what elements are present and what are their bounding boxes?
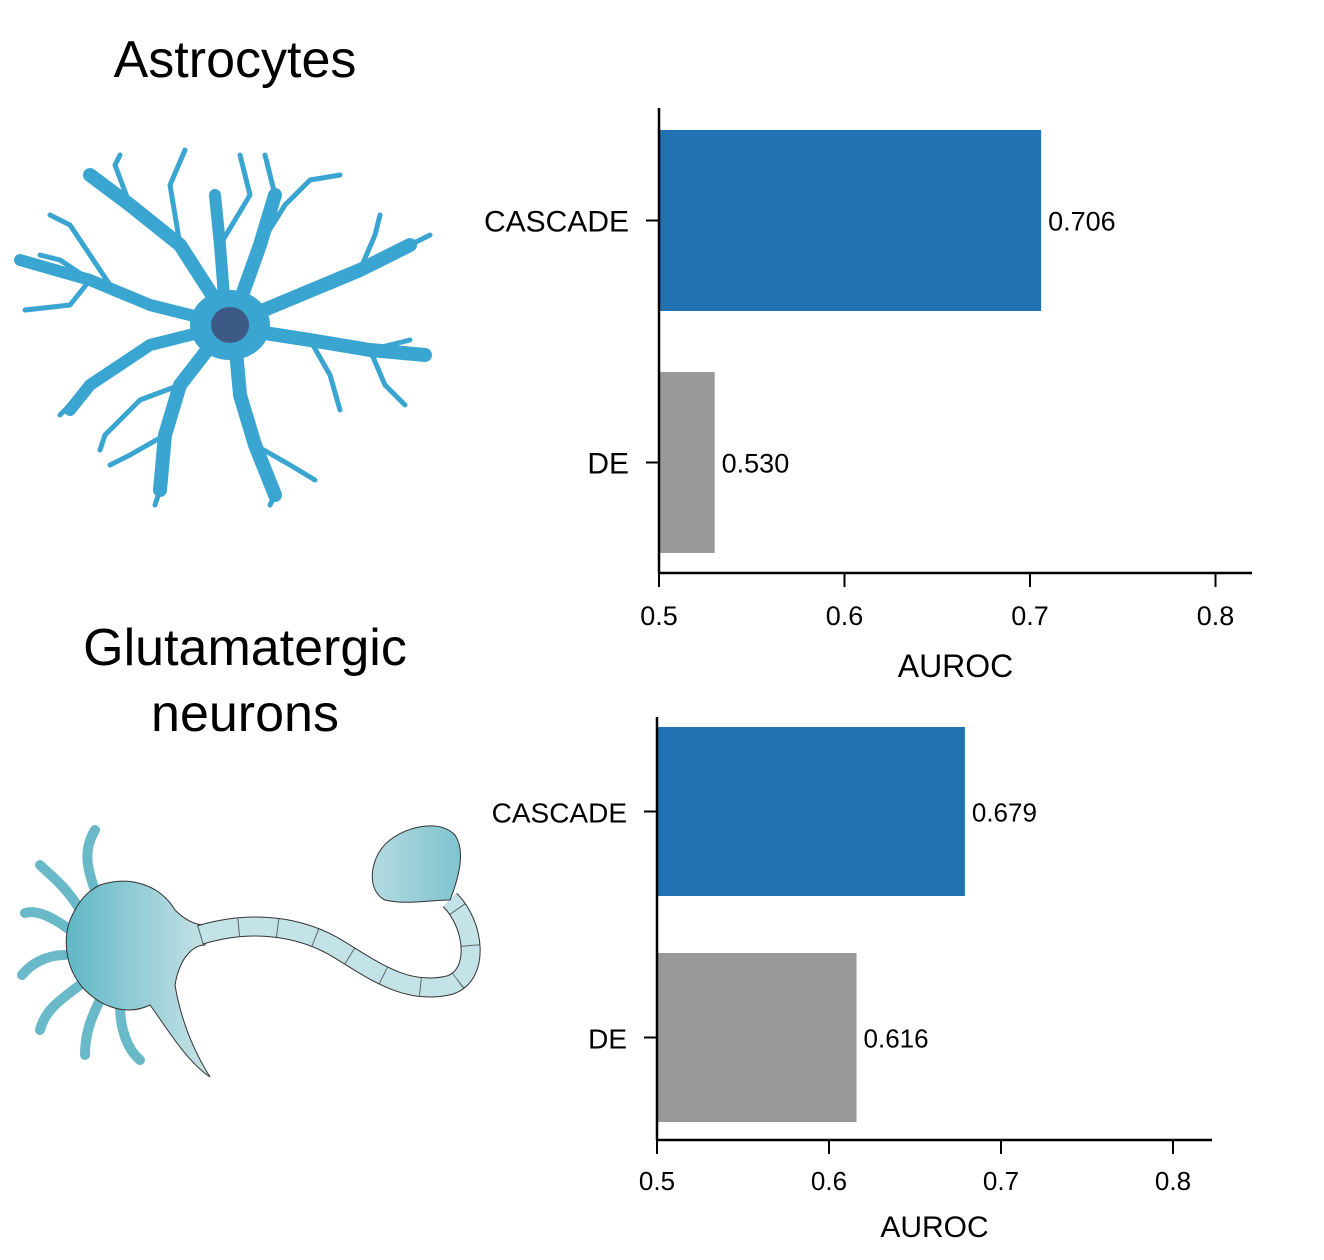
x-tick-label: 0.6	[826, 601, 864, 631]
x-tick-label: 0.7	[1011, 601, 1049, 631]
y-tick-label-de: DE	[588, 1024, 627, 1055]
glutamatergic-neurons-title: Glutamatergic neurons	[40, 615, 450, 747]
title-line-1: Glutamatergic	[83, 619, 407, 677]
x-tick-label: 0.5	[639, 1166, 675, 1196]
value-label-de: 0.616	[864, 1024, 929, 1054]
x-axis-label: AUROC	[898, 648, 1014, 684]
x-axis-label: AUROC	[880, 1211, 988, 1244]
bar-de	[659, 372, 715, 553]
value-label-de: 0.530	[722, 449, 790, 479]
value-label-cascade: 0.706	[1048, 207, 1116, 237]
x-tick-label: 0.8	[1155, 1166, 1191, 1196]
title-line-2: neurons	[151, 685, 339, 743]
bar-cascade	[659, 130, 1042, 311]
x-tick-label: 0.8	[1197, 601, 1235, 631]
x-tick-label: 0.7	[983, 1166, 1019, 1196]
value-label-cascade: 0.679	[972, 798, 1037, 828]
y-tick-label-cascade: CASCADE	[492, 798, 627, 829]
nucleus-icon	[211, 307, 249, 343]
y-tick-label-de: DE	[587, 448, 629, 481]
astrocytes-title: Astrocytes	[113, 31, 357, 89]
x-tick-label: 0.5	[640, 601, 678, 631]
astrocyte-icon	[14, 147, 433, 508]
glutamatergic-neuron-icon	[17, 825, 481, 1078]
x-tick-label: 0.6	[811, 1166, 847, 1196]
y-tick-label-cascade: CASCADE	[484, 206, 629, 239]
bar-de	[657, 953, 857, 1122]
bar-cascade	[657, 727, 965, 896]
